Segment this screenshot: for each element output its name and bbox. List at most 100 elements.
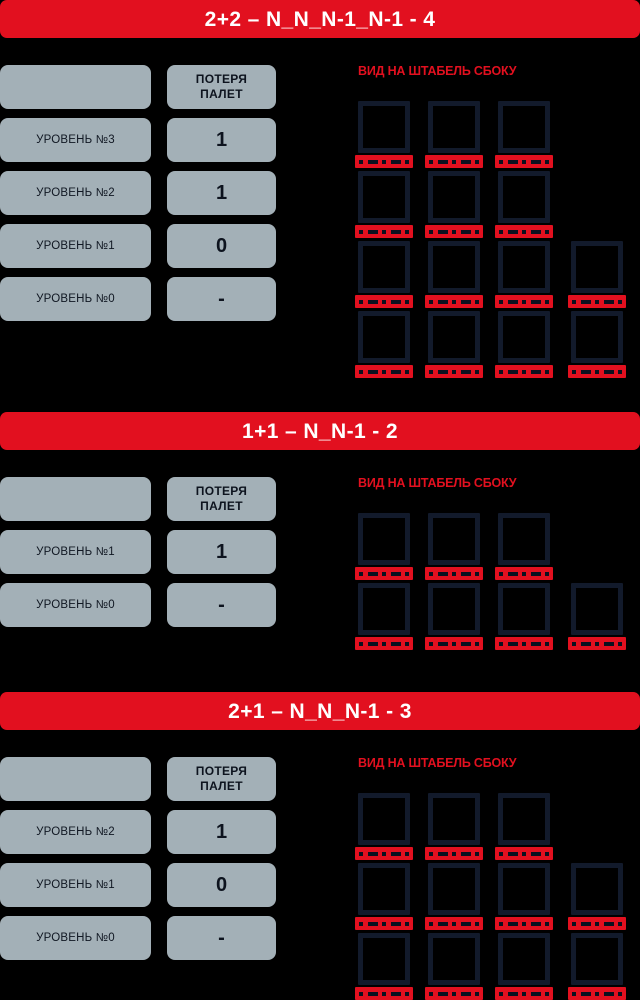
pallet-slot (460, 921, 471, 926)
pallet-slot (580, 369, 591, 374)
cargo-box-icon (571, 311, 623, 363)
cargo-box-icon (428, 863, 480, 915)
pallet-slot (572, 921, 576, 926)
pallet-slot (545, 571, 549, 576)
cargo-box-icon (428, 101, 480, 153)
cargo-box-icon (358, 583, 410, 635)
cargo-box-icon (358, 933, 410, 985)
pallet-icon (495, 637, 553, 650)
pallet-slot (499, 991, 503, 996)
pallet-loss-value: 0 (215, 874, 228, 896)
pallet-slot (530, 299, 541, 304)
stack-view-caption: ВИД НА ШТАБЕЛЬ СБОКУ (358, 756, 517, 770)
table-header-row: ПОТЕРЯ ПАЛЕТ (0, 65, 276, 109)
pallet-icon (495, 225, 553, 238)
column-header-line2: ПАЛЕТ (200, 779, 243, 793)
pallet-slot (545, 369, 549, 374)
pallet-slot (545, 921, 549, 926)
pallet-slot (499, 159, 503, 164)
pallet-slot (603, 299, 614, 304)
stack-grid (355, 513, 637, 663)
pallet-slot (382, 159, 386, 164)
pallet-slot (452, 851, 456, 856)
level-label: УРОВЕНЬ №0 (36, 932, 115, 944)
pallet-slot (359, 921, 363, 926)
pallet-slot (405, 159, 409, 164)
pallet-icon (425, 295, 483, 308)
column-header-pallet-loss: ПОТЕРЯ ПАЛЕТ (167, 65, 276, 109)
cargo-box-icon (498, 171, 550, 223)
stack-grid (355, 101, 637, 391)
pallet-slot (382, 991, 386, 996)
pallet-slot (475, 641, 479, 646)
pallet-slot (359, 641, 363, 646)
pallet-slot (382, 369, 386, 374)
pallet-icon (568, 637, 626, 650)
level-label: УРОВЕНЬ №1 (36, 879, 115, 891)
pallet-slot (429, 641, 433, 646)
pallet-slot (545, 991, 549, 996)
cargo-box-icon (571, 583, 623, 635)
pallet-slot (545, 851, 549, 856)
pallet-slot (595, 299, 599, 304)
table-corner-cell (0, 65, 151, 109)
pallet-icon (495, 365, 553, 378)
pallet-slot (405, 641, 409, 646)
pallet-slot (603, 921, 614, 926)
pallet-loss-cell: 0 (167, 863, 276, 907)
pallet-slot (359, 991, 363, 996)
pallet-slot (429, 851, 433, 856)
pallet-slot (429, 991, 433, 996)
level-label-cell: УРОВЕНЬ №0 (0, 277, 151, 321)
pallet-loss-value: 1 (215, 129, 228, 151)
pallet-slot (460, 299, 471, 304)
pallet-slot (452, 229, 456, 234)
cargo-box-icon (498, 241, 550, 293)
scheme-title-2: 1+1 – N_N-1 - 2 (242, 419, 398, 443)
pallet-slot (522, 571, 526, 576)
pallet-slot (522, 991, 526, 996)
pallet-slot (367, 641, 378, 646)
pallet-slot (405, 369, 409, 374)
cargo-box-icon (358, 101, 410, 153)
pallet-slot (603, 991, 614, 996)
pallet-slot (475, 229, 479, 234)
pallet-slot (452, 369, 456, 374)
table-row: УРОВЕНЬ №1 1 (0, 530, 276, 574)
pallet-slot (405, 299, 409, 304)
pallet-slot (405, 229, 409, 234)
pallet-icon (355, 155, 413, 168)
column-header-text: ПОТЕРЯ ПАЛЕТ (196, 72, 247, 102)
pallet-slot (603, 641, 614, 646)
pallet-slot (367, 159, 378, 164)
cargo-box-icon (498, 101, 550, 153)
pallet-slot (595, 921, 599, 926)
pallet-loss-value: 1 (215, 821, 228, 843)
cargo-box-icon (571, 241, 623, 293)
pallet-slot (452, 159, 456, 164)
column-header-line1: ПОТЕРЯ (195, 764, 248, 778)
level-label: УРОВЕНЬ №1 (36, 546, 115, 558)
scheme-title-1: 2+2 – N_N_N-1_N-1 - 4 (204, 7, 436, 31)
pallet-slot (367, 571, 378, 576)
pallet-slot (572, 641, 576, 646)
pallet-slot (452, 641, 456, 646)
pallet-slot (390, 159, 401, 164)
pallet-slot (595, 369, 599, 374)
pallet-slot (359, 159, 363, 164)
table-row: УРОВЕНЬ №0 - (0, 916, 276, 960)
pallet-loss-cell: 1 (167, 810, 276, 854)
pallet-icon (568, 365, 626, 378)
cargo-box-icon (428, 171, 480, 223)
pallet-icon (425, 155, 483, 168)
pallet-icon (355, 225, 413, 238)
pallet-slot (390, 641, 401, 646)
pallet-slot (507, 299, 518, 304)
cargo-box-icon (428, 583, 480, 635)
pallet-slot (618, 299, 622, 304)
pallet-slot (382, 299, 386, 304)
pallet-slot (429, 229, 433, 234)
pallet-loss-value: - (218, 288, 225, 310)
pallet-slot (390, 921, 401, 926)
table-row: УРОВЕНЬ №0 - (0, 583, 276, 627)
